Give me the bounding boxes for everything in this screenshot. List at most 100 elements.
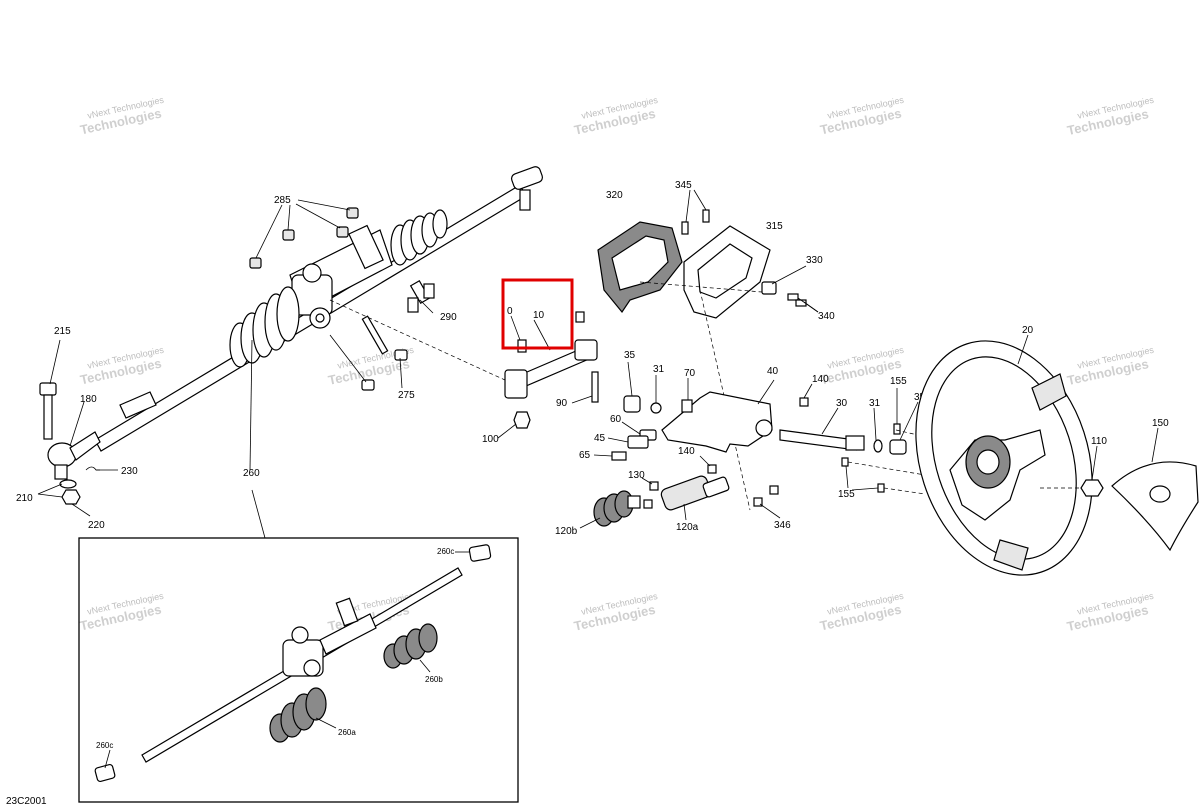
rack-mount-bracket xyxy=(348,224,384,270)
screw-140b xyxy=(799,397,809,407)
callout-60: 60 xyxy=(610,414,622,425)
screw-140a xyxy=(707,464,717,474)
callout-120b: 120b xyxy=(555,526,578,537)
callout-140a: 140 xyxy=(678,446,695,457)
callout-31a: 31 xyxy=(653,364,665,375)
nut-100 xyxy=(513,411,531,429)
bolts-290 xyxy=(407,280,435,313)
callout-260c-top: 260c xyxy=(437,547,454,556)
bushings-285 xyxy=(249,207,359,269)
callout-290: 290 xyxy=(440,312,457,323)
diagram-code: 23C2001 xyxy=(6,796,47,807)
callout-65: 65 xyxy=(579,450,591,461)
callout-20: 20 xyxy=(1022,325,1034,336)
watermark-4: vNext Technologies Technologies xyxy=(1066,95,1155,138)
rim-grip-top xyxy=(1031,373,1067,411)
callout-315: 315 xyxy=(766,221,783,232)
bolt-215 xyxy=(39,382,57,440)
watermark-3: vNext Technologies Technologies xyxy=(819,95,905,138)
screw-130b xyxy=(643,499,653,509)
screw-345b xyxy=(702,209,710,223)
callout-155a: 155 xyxy=(890,376,907,387)
inset-sleeve-260c-top xyxy=(468,544,492,562)
tie-rod-end-right xyxy=(510,166,544,190)
callout-215: 215 xyxy=(54,326,71,337)
bushing-70 xyxy=(681,399,693,413)
screw-155c xyxy=(877,483,885,493)
column-bracket-40 xyxy=(661,391,773,453)
bolt-90 xyxy=(591,371,599,403)
callout-260c-bottom: 260c xyxy=(96,741,113,750)
bushing-35b xyxy=(889,439,907,455)
actuator-120b xyxy=(593,490,641,527)
cotter-pin-230 xyxy=(85,466,100,471)
callout-90: 90 xyxy=(556,398,568,409)
bolt-65 xyxy=(611,451,627,461)
watermark-8: vNext Technologies Technologies xyxy=(1066,345,1155,388)
clip-330 xyxy=(761,281,777,295)
inset-sleeve-260c-bottom xyxy=(94,763,116,783)
watermark-11: vNext Technologies Technologies xyxy=(573,591,659,634)
bellows-left xyxy=(229,286,300,368)
callout-150: 150 xyxy=(1152,418,1169,429)
callout-30: 30 xyxy=(836,398,848,409)
callouts-left: 285 290 275 215 180 230 210 220 260 xyxy=(16,195,457,531)
cover-emblem xyxy=(1149,485,1171,503)
inset-bellows-260a xyxy=(269,687,327,743)
hub-boss xyxy=(976,449,1000,475)
callout-110: 110 xyxy=(1091,436,1107,447)
watermark-5: vNext Technologies Technologies xyxy=(79,345,165,388)
bearing-35 xyxy=(623,395,641,413)
callout-346: 346 xyxy=(774,520,791,531)
column-bushing xyxy=(755,419,773,437)
bolts-275 xyxy=(329,315,408,391)
callout-330: 330 xyxy=(806,255,823,266)
callout-70: 70 xyxy=(684,368,696,379)
actuator-120a xyxy=(660,475,730,511)
callouts-center: 35 31 70 60 45 65 130 140 120b 120a 320 … xyxy=(555,180,926,537)
callout-275: 275 xyxy=(398,390,415,401)
bellows-right xyxy=(390,209,448,266)
pinion-housing xyxy=(291,263,333,329)
watermark-2: vNext Technologies Technologies xyxy=(573,95,659,138)
screw-155a xyxy=(893,423,901,435)
callout-45: 45 xyxy=(594,433,606,444)
watermark-13: vNext Technologies Technologies xyxy=(1066,591,1155,634)
rim-grip-bottom xyxy=(993,539,1029,571)
tie-rod-end-left xyxy=(47,431,101,480)
tie-rod-stud-right xyxy=(519,189,531,211)
callout-35b: 35 xyxy=(914,392,926,403)
shaft-spline xyxy=(845,435,865,451)
watermark-9: vNext Technologies Technologies xyxy=(79,591,165,634)
screw-345a xyxy=(681,221,689,235)
washer-210 xyxy=(59,479,77,489)
tie-rod-sleeve-left xyxy=(119,391,157,419)
callout-285: 285 xyxy=(274,195,291,206)
intermediate-shaft-assembly xyxy=(497,311,599,439)
callout-260b: 260b xyxy=(425,675,443,684)
watermark-1: vNext Technologies Technologies xyxy=(79,95,165,138)
callout-345: 345 xyxy=(675,180,692,191)
callout-260: 260 xyxy=(243,468,260,479)
callout-10: 10 xyxy=(533,310,545,321)
inset-pinion-housing xyxy=(282,597,377,677)
callout-180: 180 xyxy=(80,394,97,405)
ring-31b xyxy=(873,439,883,453)
nut-110 xyxy=(1080,479,1104,497)
bushing-45 xyxy=(627,435,649,449)
watermark-12: vNext Technologies Technologies xyxy=(819,591,905,634)
callout-230: 230 xyxy=(121,466,138,477)
callout-155b: 155 xyxy=(838,489,855,500)
callout-120a: 120a xyxy=(676,522,699,533)
steering-wheel-assembly xyxy=(915,334,1199,576)
frame-315-window xyxy=(697,243,753,299)
callout-220: 220 xyxy=(88,520,105,531)
screw-346b xyxy=(769,485,779,495)
bolt-0 xyxy=(517,339,527,353)
inset-frame xyxy=(78,537,519,803)
callout-40: 40 xyxy=(767,366,779,377)
horn-cover-150 xyxy=(1111,461,1199,552)
cover-320-inner xyxy=(611,235,669,291)
steering-rack-assembly xyxy=(37,166,544,539)
